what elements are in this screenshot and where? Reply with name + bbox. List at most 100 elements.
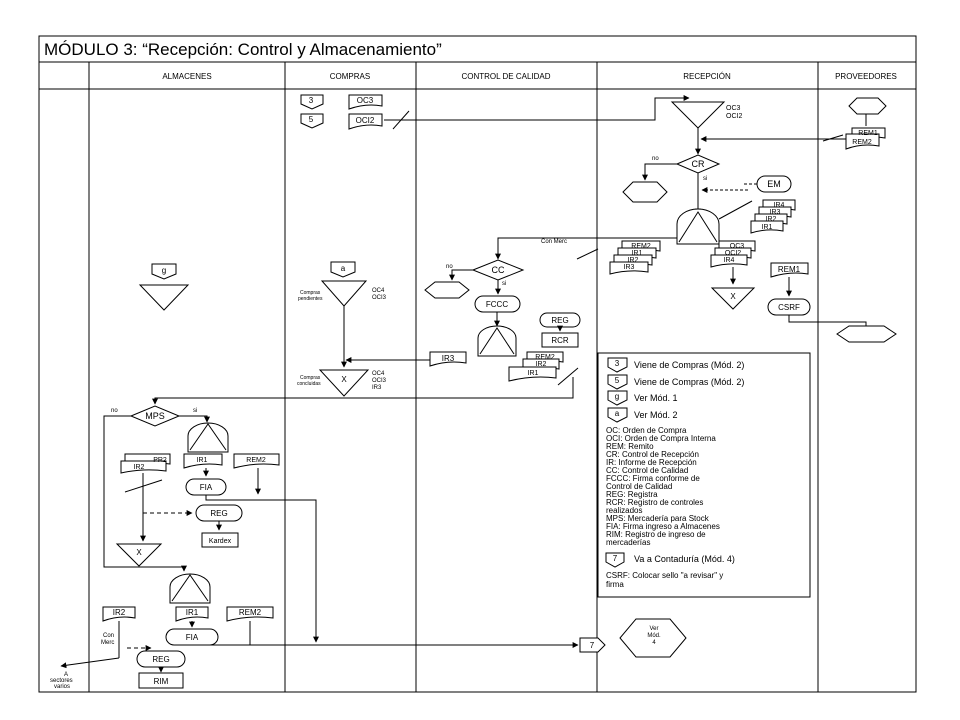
svg-text:REG: REG bbox=[152, 655, 169, 664]
diagram-border bbox=[38, 35, 917, 693]
svg-text:Ver: Ver bbox=[649, 626, 658, 632]
svg-text:Va a Contaduría (Mód. 4): Va a Contaduría (Mód. 4) bbox=[634, 554, 735, 564]
remito-informe-cc: REM2 IR2 IR1 bbox=[508, 351, 564, 382]
svg-text:REM2: REM2 bbox=[852, 139, 872, 146]
svg-text:IR2: IR2 bbox=[113, 608, 126, 617]
lane-control-calidad: CONTROL DE CALIDAD bbox=[461, 72, 550, 81]
svg-text:7: 7 bbox=[590, 641, 595, 650]
svg-text:Kardex: Kardex bbox=[209, 538, 232, 545]
svg-text:Viene de Compras (Mód. 2): Viene de Compras (Mód. 2) bbox=[634, 377, 744, 387]
legend-item-5: 5 Viene de Compras (Mód. 2) bbox=[607, 374, 744, 390]
svg-text:3: 3 bbox=[615, 359, 620, 368]
svg-text:IR1: IR1 bbox=[197, 457, 208, 464]
svg-text:OCI2: OCI2 bbox=[356, 116, 375, 125]
decision-mps: MPS bbox=[129, 405, 181, 427]
svg-text:RCR: RCR bbox=[551, 336, 569, 345]
legend-item-a: a Ver Mód. 2 bbox=[607, 407, 678, 423]
svg-text:REM2: REM2 bbox=[239, 608, 262, 617]
decision-cr: CR bbox=[675, 154, 721, 174]
lane-compras: COMPRAS bbox=[330, 72, 370, 81]
process-control-calidad bbox=[477, 325, 517, 357]
svg-text:Merc: Merc bbox=[101, 640, 114, 646]
svg-text:OCI2: OCI2 bbox=[726, 113, 742, 120]
diagram-title: MÓDULO 3: “Recepción: Control y Almacena… bbox=[44, 40, 442, 59]
svg-text:CR: Control de Recepción: CR: Control de Recepción bbox=[606, 450, 699, 459]
svg-text:MPS: MPS bbox=[145, 411, 165, 421]
svg-text:OC: Orden de Compra: OC: Orden de Compra bbox=[606, 426, 687, 435]
svg-text:OC3: OC3 bbox=[357, 96, 374, 105]
svg-text:concluidas: concluidas bbox=[297, 381, 321, 387]
process-almacenes-1 bbox=[187, 422, 229, 453]
svg-text:IR2: IR2 bbox=[766, 216, 777, 223]
svg-text:IR3: IR3 bbox=[624, 264, 635, 271]
svg-text:no: no bbox=[652, 156, 659, 162]
svg-text:Con Merc: Con Merc bbox=[541, 239, 567, 245]
entity-em: EM bbox=[756, 175, 792, 193]
svg-text:CR: CR bbox=[692, 159, 705, 169]
svg-text:Viene de Compras (Mód. 2): Viene de Compras (Mód. 2) bbox=[634, 360, 744, 370]
svg-text:g: g bbox=[615, 392, 619, 401]
svg-text:si: si bbox=[703, 176, 707, 182]
svg-text:IR: Informe de Recepción: IR: Informe de Recepción bbox=[606, 458, 697, 467]
svg-text:REM1: REM1 bbox=[778, 265, 801, 274]
svg-text:OCI3: OCI3 bbox=[372, 378, 387, 384]
svg-text:EM: EM bbox=[767, 179, 781, 189]
file-compras-concluidas: X bbox=[318, 369, 370, 397]
file-x-recepcion: X bbox=[710, 287, 756, 310]
svg-text:REM2: REM2 bbox=[246, 457, 266, 464]
process-almacenes-2 bbox=[169, 573, 211, 604]
svg-text:IR1: IR1 bbox=[528, 370, 539, 377]
svg-text:CSRF: Colocar sello "a revisar: CSRF: Colocar sello "a revisar" y bbox=[606, 571, 723, 580]
start-proveedores bbox=[848, 97, 887, 115]
document-ir1-b: IR1 bbox=[175, 606, 209, 622]
connector-5: 5 bbox=[300, 113, 324, 129]
svg-text:FIA: Firma ingreso a Almacenes: FIA: Firma ingreso a Almacenes bbox=[606, 522, 720, 531]
svg-text:3: 3 bbox=[309, 96, 314, 105]
svg-text:REM2: REM2 bbox=[535, 354, 555, 361]
svg-text:FCCC: Firma conforme de: FCCC: Firma conforme de bbox=[606, 474, 700, 483]
process-recepcion bbox=[676, 208, 720, 245]
lane-recepcion: RECEPCIÓN bbox=[683, 72, 731, 81]
svg-text:REM: Remito: REM: Remito bbox=[606, 442, 654, 451]
document-rem2-b: REM2 bbox=[226, 606, 274, 622]
decision-cc: CC bbox=[471, 259, 525, 281]
svg-text:OCI3: OCI3 bbox=[372, 295, 387, 301]
legend-item-7: 7 Va a Contaduría (Mód. 4) bbox=[605, 552, 735, 568]
connector-a: a bbox=[330, 261, 356, 278]
document-ir1-alm: IR1 bbox=[183, 453, 223, 469]
svg-text:OCI2: OCI2 bbox=[725, 250, 741, 257]
svg-text:X: X bbox=[730, 292, 736, 301]
svg-text:OCI: Orden de Compra Interna: OCI: Orden de Compra Interna bbox=[606, 434, 716, 443]
process-reg-cc: REG bbox=[539, 312, 581, 328]
svg-text:RCR: Registro de controles: RCR: Registro de controles bbox=[606, 498, 703, 507]
svg-text:RIM: Registro de ingreso de: RIM: Registro de ingreso de bbox=[606, 530, 706, 539]
legend-item-g: g Ver Mód. 1 bbox=[607, 390, 678, 406]
svg-text:no: no bbox=[111, 408, 118, 414]
svg-text:IR1: IR1 bbox=[762, 224, 773, 231]
legend-item-3: 3 Viene de Compras (Mód. 2) bbox=[607, 357, 744, 373]
lane-almacenes: ALMACENES bbox=[162, 72, 211, 81]
connector-7: 7 bbox=[579, 637, 606, 653]
record-kardex: Kardex bbox=[201, 532, 239, 548]
svg-text:Ver Mód. 2: Ver Mód. 2 bbox=[634, 410, 678, 420]
svg-text:IR3: IR3 bbox=[442, 354, 455, 363]
svg-text:si: si bbox=[502, 281, 506, 287]
process-fia-1: FIA bbox=[185, 478, 227, 496]
svg-text:MPS: Mercadería para Stock: MPS: Mercadería para Stock bbox=[606, 514, 710, 523]
process-fia-2: FIA bbox=[165, 628, 219, 646]
remito-rem1-rem2: REM1 REM2 bbox=[845, 127, 886, 150]
document-oci2: OCI2 bbox=[348, 113, 383, 130]
svg-text:no: no bbox=[446, 264, 453, 270]
svg-text:REM2: REM2 bbox=[631, 243, 651, 250]
record-rcr: RCR bbox=[541, 332, 579, 348]
svg-text:firma: firma bbox=[606, 580, 624, 589]
svg-text:Control de Calidad: Control de Calidad bbox=[606, 482, 672, 491]
svg-text:IR3: IR3 bbox=[372, 385, 382, 391]
svg-text:IR2: IR2 bbox=[134, 464, 145, 471]
end-rejected bbox=[622, 181, 668, 203]
svg-text:OC3: OC3 bbox=[726, 105, 741, 112]
svg-text:a: a bbox=[341, 264, 346, 273]
svg-text:a: a bbox=[615, 409, 620, 418]
file-oc3-oci2: OC3 OCI2 bbox=[670, 101, 742, 129]
svg-text:IR4: IR4 bbox=[724, 257, 735, 264]
